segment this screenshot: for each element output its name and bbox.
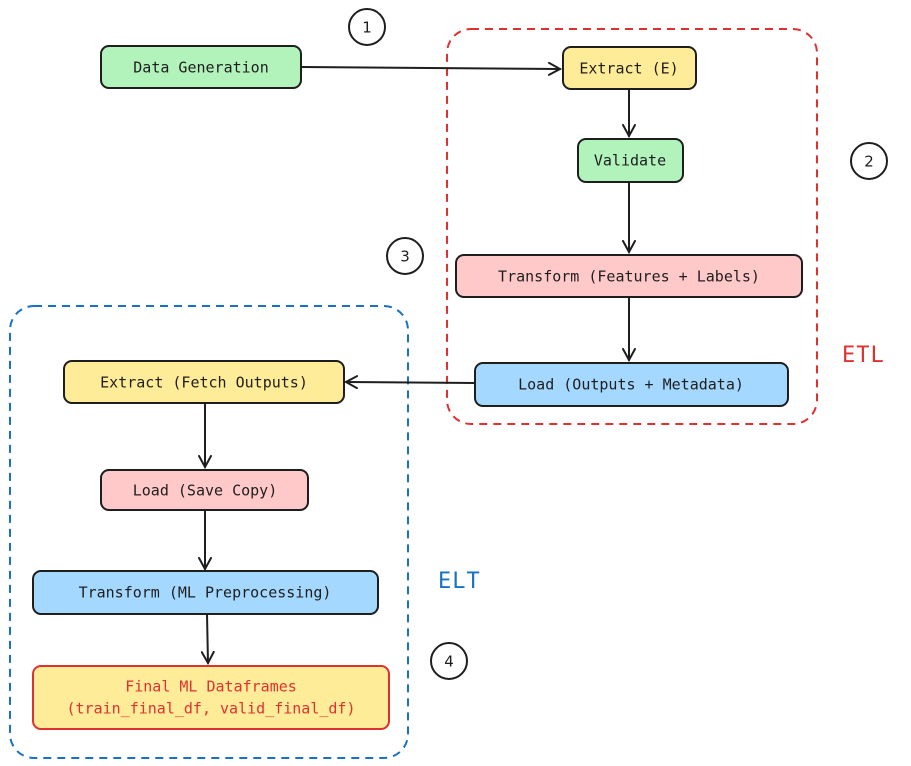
node-extract-e-label: Extract (E) xyxy=(579,60,678,78)
node-final-dataframes-line2: (train_final_df, valid_final_df) xyxy=(67,700,356,718)
node-transform-ml: Transform (ML Preprocessing) xyxy=(32,570,379,615)
node-final-dataframes-line1: Final ML Dataframes xyxy=(125,678,297,696)
node-transform-ml-label: Transform (ML Preprocessing) xyxy=(79,584,332,602)
node-load-outputs-box xyxy=(474,362,789,407)
step-marker-3: 3 xyxy=(386,237,424,275)
node-extract-e-box xyxy=(562,46,697,90)
step-marker-4-label: 4 xyxy=(444,653,454,671)
node-data-generation-label: Data Generation xyxy=(133,59,268,77)
etl-group-border xyxy=(446,28,818,425)
node-load-save: Load (Save Copy) xyxy=(100,469,309,511)
node-transform-ml-box xyxy=(32,570,379,615)
step-marker-1-label: 1 xyxy=(362,19,372,37)
node-data-generation-box xyxy=(100,45,302,89)
step-marker-1: 1 xyxy=(348,8,386,46)
node-validate: Validate xyxy=(577,138,684,183)
node-final-dataframes-box xyxy=(32,665,390,730)
node-final-dataframes: Final ML Dataframes (train_final_df, val… xyxy=(32,665,390,730)
node-load-outputs: Load (Outputs + Metadata) xyxy=(474,362,789,407)
node-transform-features: Transform (Features + Labels) xyxy=(455,254,803,298)
step-marker-3-circle xyxy=(386,237,424,275)
node-extract-fetch-box xyxy=(63,360,345,404)
step-marker-3-label: 3 xyxy=(400,248,410,266)
node-extract-fetch-label: Extract (Fetch Outputs) xyxy=(100,374,308,392)
step-marker-2: 2 xyxy=(850,142,888,180)
node-validate-label: Validate xyxy=(594,152,666,170)
edge-transform-ml-to-final xyxy=(207,613,208,663)
node-transform-features-label: Transform (Features + Labels) xyxy=(498,268,760,286)
step-marker-1-circle xyxy=(348,8,386,46)
step-marker-2-label: 2 xyxy=(864,153,874,171)
step-marker-2-circle xyxy=(850,142,888,180)
elt-group-label: ELT xyxy=(438,569,481,594)
edge-generation-to-extract xyxy=(301,67,560,69)
node-extract-fetch: Extract (Fetch Outputs) xyxy=(63,360,345,404)
step-marker-4: 4 xyxy=(430,642,468,680)
edge-load-to-extract-fetch xyxy=(346,382,476,383)
elt-group-border xyxy=(9,305,409,759)
node-load-outputs-label: Load (Outputs + Metadata) xyxy=(518,376,744,394)
step-marker-4-circle xyxy=(430,642,468,680)
node-extract-e: Extract (E) xyxy=(562,46,697,90)
node-transform-features-box xyxy=(455,254,803,298)
node-load-save-label: Load (Save Copy) xyxy=(133,482,278,500)
node-data-generation: Data Generation xyxy=(100,45,302,89)
etl-group-label: ETL xyxy=(842,343,885,368)
node-load-save-box xyxy=(100,469,309,511)
node-validate-box xyxy=(577,138,684,183)
